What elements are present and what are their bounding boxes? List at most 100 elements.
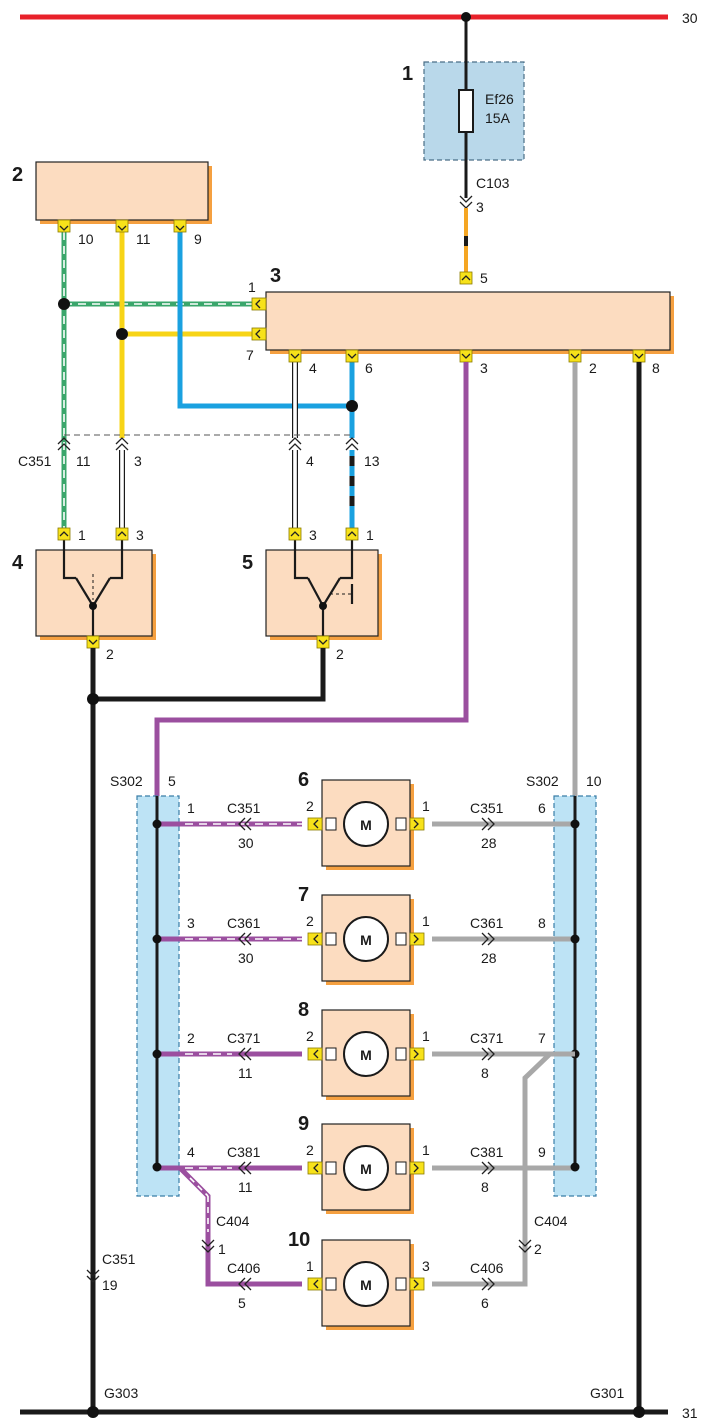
m8-splice-pin-right: 7 — [538, 1030, 546, 1046]
module-3-pin-7: 7 — [246, 347, 254, 363]
switch-5-pivot — [319, 602, 327, 610]
switch-4-pin-1: 1 — [78, 527, 86, 543]
switch-4-contacts — [62, 540, 124, 644]
m6-splice-pin-right: 6 — [538, 800, 546, 816]
switch-4-pin-2: 2 — [106, 646, 114, 662]
m8-connector-right: C371 — [470, 1030, 504, 1046]
motor-10-symbol: M — [360, 1277, 372, 1293]
splice-ground-left — [87, 693, 99, 705]
motor-9-icon — [343, 1145, 389, 1191]
c103-label: C103 — [476, 175, 510, 191]
motor-7-pins — [307, 932, 425, 946]
m8-splice-pin: 2 — [187, 1030, 195, 1046]
s302-label-left: S302 — [110, 773, 143, 789]
module-3-pin-4: 4 — [309, 360, 317, 376]
m6-pin-left: 2 — [306, 798, 314, 814]
module-3-pin-3: 3 — [480, 360, 488, 376]
motor-8-brush-left — [325, 1047, 337, 1061]
switch-5-pin-1: 1 — [366, 527, 374, 543]
m6-connector-right: C351 — [470, 800, 504, 816]
m9-pin-right: 1 — [422, 1142, 430, 1158]
c361-chevrons-m7 — [238, 932, 495, 946]
motor-6-icon — [343, 801, 389, 847]
m7-pin-left: 2 — [306, 913, 314, 929]
c351-pin-13: 13 — [364, 453, 380, 469]
ground-g303-point — [87, 1406, 99, 1418]
fuse-element — [458, 89, 474, 133]
motor-8-pins — [307, 1047, 425, 1061]
switch-5-pins — [288, 527, 359, 649]
c351-pin-11: 11 — [76, 453, 91, 469]
rail-31-label: 31 — [682, 1405, 698, 1421]
module-3-pin-1: 1 — [248, 279, 256, 295]
motor-8-icon — [343, 1031, 389, 1077]
splice-m7-right — [570, 934, 580, 944]
c404-pin-right: 2 — [534, 1241, 542, 1257]
m6-connector-left-pin: 30 — [238, 835, 254, 851]
motor-8-number: 8 — [298, 999, 309, 1021]
c404-pin-left: 1 — [218, 1241, 226, 1257]
switch-5-contacts — [293, 540, 354, 644]
splice-m9-left — [152, 1162, 162, 1172]
motor-6-brush-left — [325, 817, 337, 831]
motor-6-number: 6 — [298, 769, 309, 791]
motor-8-brush-right — [395, 1047, 407, 1061]
s302-pin-right: 10 — [586, 773, 602, 789]
c351-pin-19: 19 — [102, 1277, 118, 1293]
splice-m6-right — [570, 819, 580, 829]
m7-pin-right: 1 — [422, 913, 430, 929]
splice-m7-left — [152, 934, 162, 944]
motor-7-icon — [343, 916, 389, 962]
c406-chevrons — [238, 1277, 495, 1291]
m7-connector-right: C361 — [470, 915, 504, 931]
motor-9-number: 9 — [298, 1113, 309, 1135]
motor-10-brush-left — [325, 1277, 337, 1291]
m10-pin-right: 3 — [422, 1258, 430, 1274]
m9-splice-pin-right: 9 — [538, 1144, 546, 1160]
m6-splice-pin: 1 — [187, 800, 195, 816]
module-3-pin-6: 6 — [365, 360, 373, 376]
motor-6-brush-right — [395, 817, 407, 831]
module-3-pin-5: 5 — [480, 270, 488, 286]
m7-connector-left: C361 — [227, 915, 261, 931]
c351-pin-3: 3 — [134, 453, 142, 469]
motor-7-number: 7 — [298, 884, 309, 906]
module-2-pins — [57, 219, 187, 233]
module-3-pin-8: 8 — [652, 360, 660, 376]
splice-blue — [346, 400, 358, 412]
m7-connector-right-pin: 28 — [481, 950, 497, 966]
motor-9-brush-right — [395, 1161, 407, 1175]
module-2-pin-10: 10 — [78, 231, 94, 247]
m8-pin-left: 2 — [306, 1028, 314, 1044]
motor-6-pins — [307, 817, 425, 831]
m10-connector-left: C406 — [227, 1260, 261, 1276]
m7-splice-pin-right: 8 — [538, 915, 546, 931]
m9-connector-left: C381 — [227, 1144, 261, 1160]
module-2-number: 2 — [12, 164, 23, 186]
motor-10-icon — [343, 1261, 389, 1307]
module-2 — [35, 161, 209, 221]
module-2-pin-11: 11 — [136, 231, 151, 247]
c351-chevrons-m6 — [238, 817, 495, 831]
splice-yellow — [116, 328, 128, 340]
rail-30-label: 30 — [682, 10, 698, 26]
connector-c351-upper — [57, 437, 359, 451]
m9-connector-left-pin: 11 — [238, 1179, 253, 1195]
m7-connector-left-pin: 30 — [238, 950, 254, 966]
wire-violet-m10-tracer — [189, 1177, 209, 1197]
switch-4-pin-3: 3 — [136, 527, 144, 543]
module-2-pin-9: 9 — [194, 231, 202, 247]
module-3-number: 3 — [270, 265, 281, 287]
m10-pin-left: 1 — [306, 1258, 314, 1274]
splice-green — [58, 298, 70, 310]
module-3-pin-2: 2 — [589, 360, 597, 376]
m10-connector-left-pin: 5 — [238, 1295, 246, 1311]
m6-connector-right-pin: 28 — [481, 835, 497, 851]
switch-4-pins — [57, 527, 129, 649]
s302-pin-left: 5 — [168, 773, 176, 789]
motor-9-pins — [307, 1161, 425, 1175]
m9-connector-right-pin: 8 — [481, 1179, 489, 1195]
fuse-name: Ef26 — [485, 91, 514, 107]
ground-g301-label: G301 — [590, 1385, 624, 1401]
